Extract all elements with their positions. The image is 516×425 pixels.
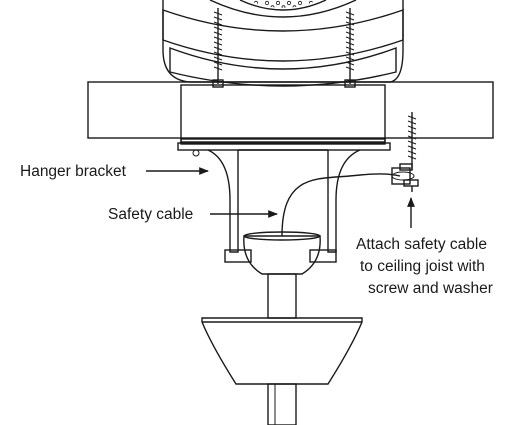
downrod-upper: [267, 273, 297, 319]
safety-cable-callout: Safety cable: [108, 206, 278, 223]
mounting-screw-left: [212, 8, 224, 88]
hanger-pads: [224, 249, 337, 263]
hanger-bracket-label: Hanger bracket: [20, 163, 127, 180]
attach-safety-cable-callout: Attach safety cable to ceiling joist wit…: [356, 197, 493, 297]
safety-cable-label: Safety cable: [108, 206, 193, 223]
hanger-bracket: [207, 149, 361, 253]
attach-instruction-line-2: to ceiling joist with: [360, 258, 485, 275]
attach-instruction-line-1: Attach safety cable: [356, 236, 487, 253]
ceiling-junction-box: [180, 84, 386, 145]
mounting-screw-right: [344, 8, 356, 88]
hanger-bracket-callout: Hanger bracket: [20, 163, 209, 180]
downrod-lower: [267, 383, 297, 425]
safety-cable: [281, 171, 415, 237]
motor-housing: [201, 317, 363, 385]
attach-instruction-line-3: screw and washer: [368, 280, 493, 297]
hanger-ball: [243, 231, 321, 275]
upper-ceiling-section: [162, 0, 404, 87]
ceiling-joist: [87, 81, 494, 139]
safety-screw: [391, 112, 419, 192]
